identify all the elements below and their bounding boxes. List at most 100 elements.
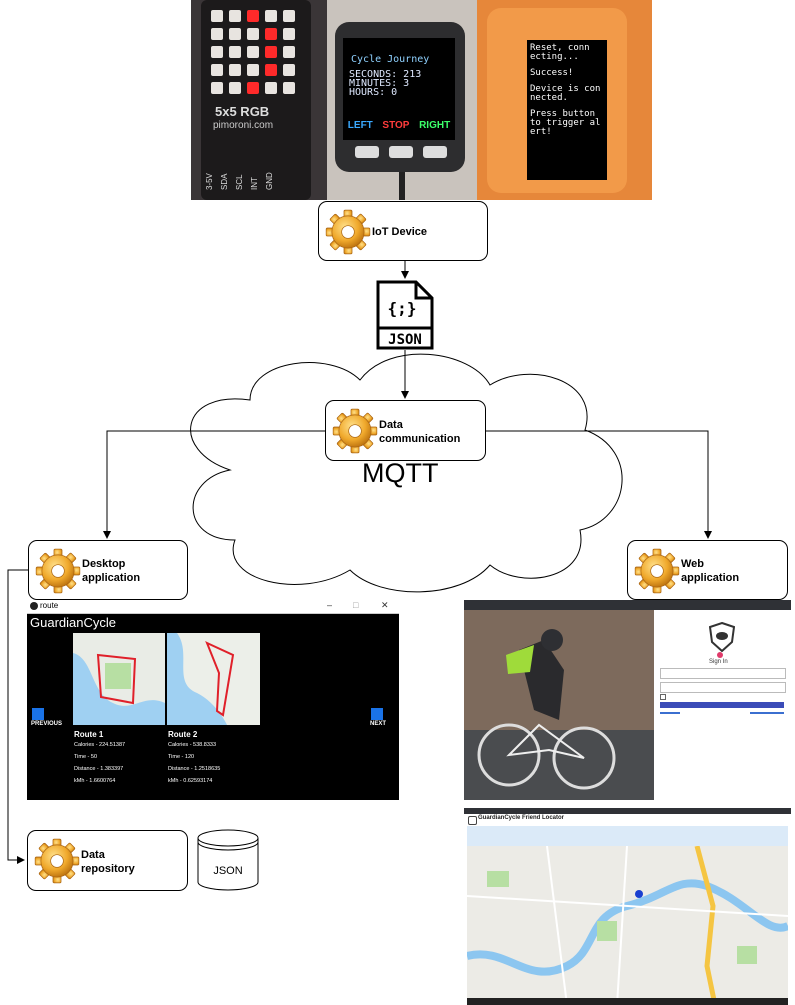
window-titlebar: route – □ ✕ (27, 600, 399, 614)
locator-map (466, 845, 790, 1005)
led-pixel (283, 46, 295, 58)
route1-stat: Time - 50 (74, 754, 98, 760)
desktop-application-node: Desktop application (28, 540, 188, 600)
arrow-comm-web (485, 430, 712, 539)
route1-title: Route 1 (74, 730, 104, 739)
orange-screen-line: Success! (530, 68, 574, 78)
previous-button[interactable]: PREVIOUS (31, 721, 63, 727)
gear-icon (34, 838, 80, 884)
json-database-icon: JSON (197, 829, 259, 891)
close-icon[interactable]: ✕ (381, 600, 389, 610)
led-pixel (283, 28, 295, 40)
led-pixel (229, 46, 241, 58)
route2-stat: Distance - 1.2518635 (168, 766, 221, 772)
web-locator-screenshot: GuardianCycle Friend Locator (464, 808, 791, 1005)
route1-map (73, 633, 165, 725)
iot-device-node: IoT Device (318, 201, 488, 261)
web-application-node: Web application (627, 540, 788, 600)
email-field[interactable] (660, 668, 786, 679)
previous-button-icon[interactable] (32, 708, 44, 720)
led-pixel (265, 10, 277, 22)
password-field[interactable] (660, 682, 786, 693)
led-pixel (211, 28, 223, 40)
led-pixel (247, 64, 259, 76)
app-icon (30, 602, 38, 610)
gear-icon (325, 209, 371, 255)
desktop-app-screenshot: route – □ ✕ GuardianCycle PREVIOUS NEXT … (27, 600, 399, 800)
data-communication-node: Data communication (325, 400, 486, 461)
orange-screen-line: Reset, conn (530, 43, 590, 53)
json-icon-label: JSON (388, 332, 422, 348)
route2-stat: kMh - 0.62593174 (168, 778, 213, 784)
m5-line: MINUTES: 3 (349, 78, 410, 89)
m5-line: SECONDS: 213 (349, 69, 422, 80)
led-pixel (211, 46, 223, 58)
led-pixel (265, 64, 277, 76)
mqtt-label: MQTT (362, 458, 439, 488)
next-button-icon[interactable] (371, 708, 383, 720)
location-marker[interactable] (635, 890, 643, 898)
led-pixel (283, 64, 295, 76)
cyclist-photo (464, 610, 654, 800)
led-pixel (229, 64, 241, 76)
minimize-icon[interactable]: – (327, 600, 333, 610)
web-signin-screenshot: Sign In (464, 600, 791, 800)
desktop-application-label: Desktop application (82, 558, 141, 584)
route2-stat: Calories - 538.8333 (168, 742, 217, 748)
next-button[interactable]: NEXT (370, 721, 387, 727)
matrix-pin-label: SCL (235, 174, 244, 190)
led-pixel (211, 64, 223, 76)
led-pixel (265, 28, 277, 40)
app-name: GuardianCycle (30, 615, 116, 630)
web-application-label: Web application (681, 558, 740, 584)
arrow-comm-desktop (103, 430, 326, 539)
orange-screen-line: Device is con (530, 84, 601, 94)
matrix-line2: pimoroni.com (213, 120, 274, 131)
led-pixel (247, 46, 259, 58)
led-grid (211, 10, 295, 94)
browser-tabbar (464, 808, 791, 814)
locator-title: GuardianCycle Friend Locator (478, 815, 565, 821)
matrix-pin-label: SDA (220, 173, 229, 190)
signin-form: Sign In (654, 610, 791, 800)
orange-screen-line: ert! (530, 127, 552, 137)
arrow-desktop-repo (7, 569, 28, 864)
led-pixel (265, 82, 277, 94)
led-pixel (283, 82, 295, 94)
browser-tabbar (464, 600, 791, 610)
orange-screen-line: to trigger al (530, 118, 601, 128)
forgot-link[interactable] (660, 712, 680, 714)
signin-title: Sign In (709, 659, 728, 665)
shield-icon (709, 622, 735, 652)
signin-button[interactable] (660, 702, 784, 708)
matrix-pin-label: INT (250, 177, 259, 190)
m5-line: HOURS: 0 (349, 87, 398, 98)
signup-link[interactable] (750, 712, 784, 714)
remember-checkbox[interactable] (660, 694, 666, 700)
gear-icon (332, 408, 378, 454)
led-pixel (247, 82, 259, 94)
route2-map (167, 633, 260, 725)
led-pixel (211, 82, 223, 94)
orange-screen-line: ecting... (530, 52, 579, 62)
route2-title: Route 2 (168, 730, 198, 739)
maximize-icon[interactable]: □ (353, 600, 359, 610)
info-panel (467, 826, 788, 846)
led-pixel (229, 82, 241, 94)
gear-icon (35, 548, 81, 594)
m5-left-label: LEFT (347, 120, 373, 131)
db-label: JSON (213, 865, 242, 877)
led-pixel (229, 28, 241, 40)
data-communication-label: Data communication (379, 419, 461, 445)
logo-icon (468, 816, 477, 825)
